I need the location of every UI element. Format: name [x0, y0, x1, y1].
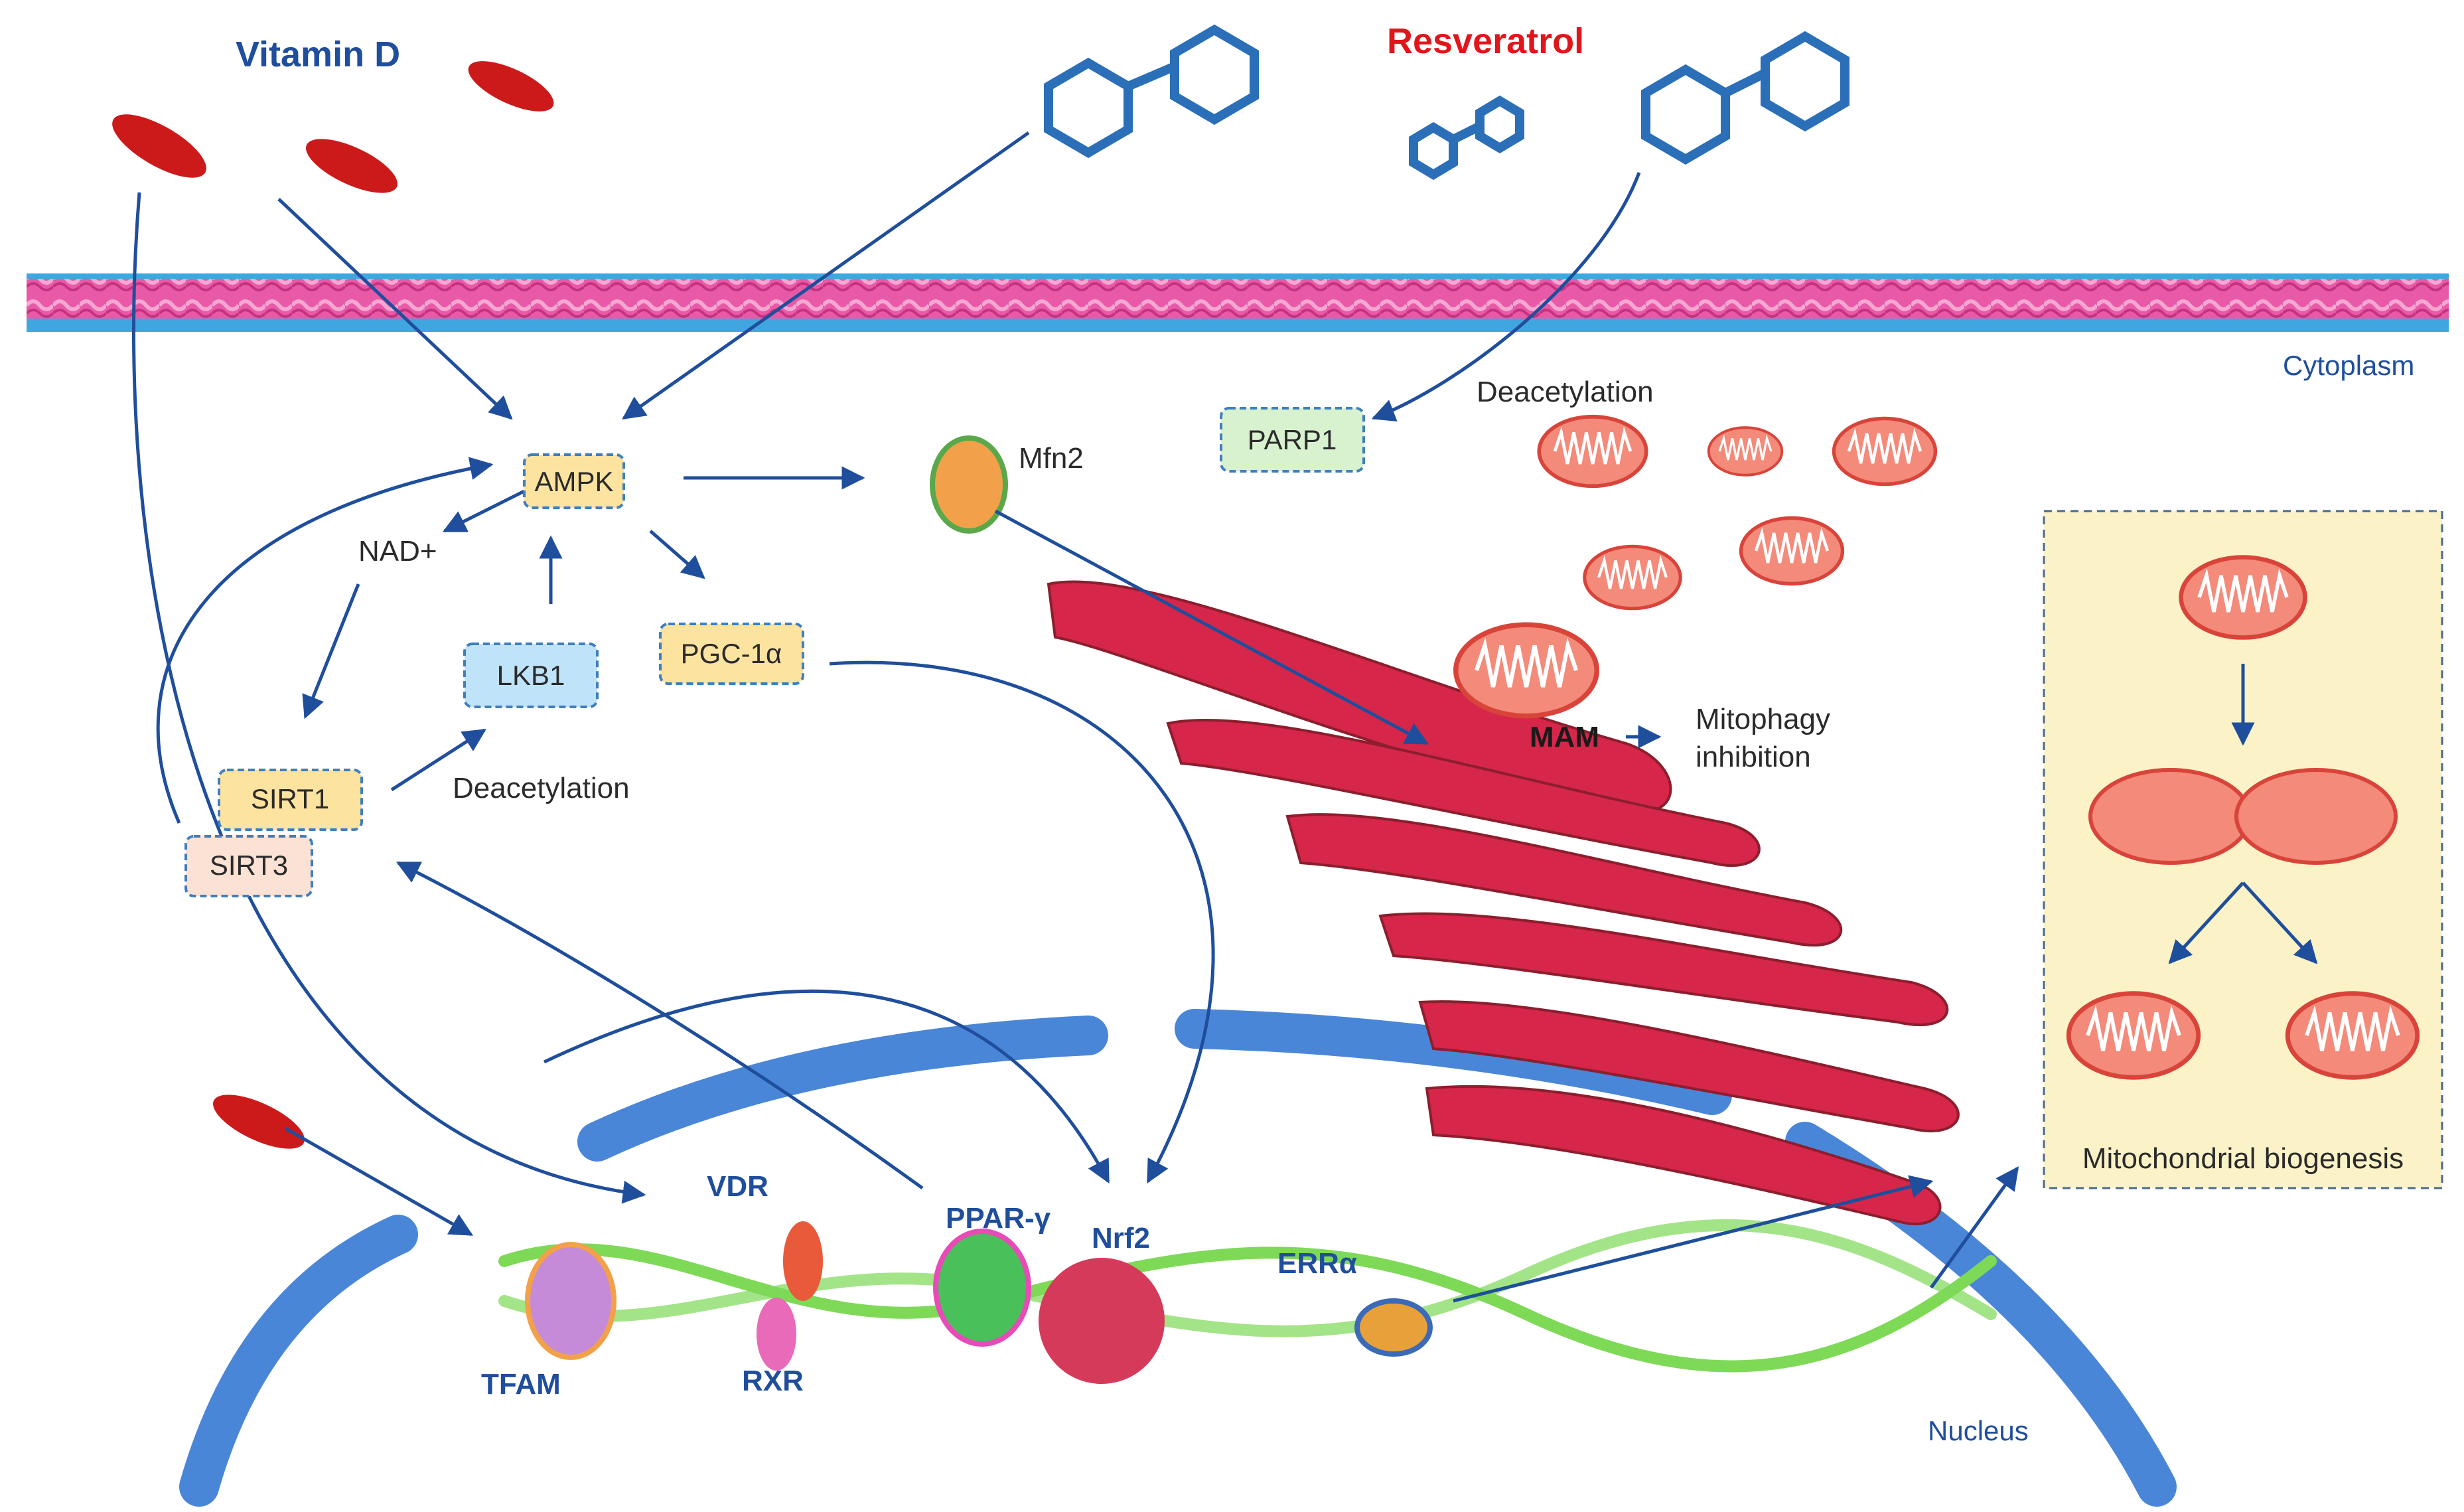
mfn2-protein	[930, 435, 1008, 534]
vdr-protein	[783, 1221, 823, 1301]
arrow-sirt1-lkb1	[390, 728, 486, 792]
pgc1a-box	[659, 623, 804, 685]
resveratrol-molecules	[1044, 24, 1849, 181]
pgc1a-label: PGC-1α	[681, 638, 782, 669]
arrow-vitd-tfam	[284, 1126, 474, 1237]
arrows	[131, 131, 2019, 1303]
sirt1-label: SIRT1	[251, 783, 329, 814]
arrow-ampk-nad	[442, 489, 526, 533]
deacetylation-top-label: Deacetylation	[1477, 376, 1654, 408]
vitamin-d-title: Vitamin D	[236, 35, 400, 74]
parp1-box	[1220, 407, 1365, 473]
ppar-label: PPAR-γ	[946, 1202, 1051, 1235]
lkb1-box	[463, 643, 599, 708]
arrow-erra-biogenesis-2	[1929, 1166, 2019, 1289]
node-boxes: AMPK LKB1 PGC-1α SIRT1 SIRT3 PARP1	[184, 407, 1365, 897]
arrow-ppar-sirt	[396, 861, 924, 1190]
tfam-protein	[525, 1242, 616, 1360]
erra-protein	[1354, 1298, 1433, 1357]
arrow-erra-biogenesis-1	[1453, 1175, 1934, 1303]
mitophagy-label-1: Mitophagy	[1696, 703, 1830, 735]
arrow-pgc1a-nrf2	[829, 660, 1215, 1184]
arrow-sirt3-ampk	[156, 457, 494, 824]
deacetylation-left-label: Deacetylation	[453, 772, 630, 804]
nucleus-label: Nucleus	[1928, 1415, 2029, 1446]
arrow-vitd-ampk	[277, 198, 513, 420]
mitophagy-label-2: inhibition	[1696, 741, 1811, 773]
arrow-nad-sirt1	[302, 583, 360, 719]
ppar-protein	[933, 1229, 1031, 1347]
protein-structures	[525, 435, 1433, 1384]
arrow-ampk-pgc1a	[649, 530, 705, 579]
sirt3-box	[184, 835, 313, 897]
nrf2-label: Nrf2	[1092, 1222, 1150, 1254]
erra-label: ERRα	[1277, 1247, 1357, 1280]
parp1-label: PARP1	[1248, 424, 1337, 455]
arrow-resveratrol-ampk	[622, 131, 1030, 420]
cell-membrane	[27, 273, 2449, 332]
rxr-label: RXR	[742, 1365, 804, 1397]
cytoplasm-label: Cytoplasm	[2283, 350, 2414, 381]
lkb1-label: LKB1	[497, 660, 565, 691]
mam-label: MAM	[1530, 721, 1599, 753]
vitamin-d-molecules	[112, 61, 554, 1149]
arrow-mfn2-mam	[994, 509, 1429, 745]
mitochondria-group	[1456, 417, 1936, 716]
rxr-protein	[757, 1298, 796, 1371]
mfn2-label: Mfn2	[1019, 442, 1084, 475]
mitochondrial-biogenesis-label: Mitochondrial biogenesis	[2082, 1142, 2404, 1175]
arrow-nucleus-nrf2	[543, 989, 1110, 1184]
dna-helix	[498, 1219, 1997, 1373]
arrow-resveratrol-parp1	[1371, 172, 1641, 422]
vdr-label: VDR	[707, 1170, 768, 1203]
nrf2-protein	[1039, 1258, 1165, 1384]
mitochondrial-biogenesis-panel: Mitochondrial biogenesis	[2043, 510, 2443, 1189]
tfam-label: TFAM	[481, 1368, 561, 1400]
ampk-label: AMPK	[534, 466, 613, 497]
ampk-box	[523, 453, 625, 509]
arrow-vitd-vdr	[131, 192, 646, 1204]
resveratrol-title: Resveratrol	[1387, 21, 1584, 61]
sirt1-box	[218, 769, 363, 831]
nad-label: NAD+	[358, 535, 437, 567]
endoplasmic-reticulum	[1047, 580, 1960, 1226]
sirt3-label: SIRT3	[210, 850, 288, 881]
